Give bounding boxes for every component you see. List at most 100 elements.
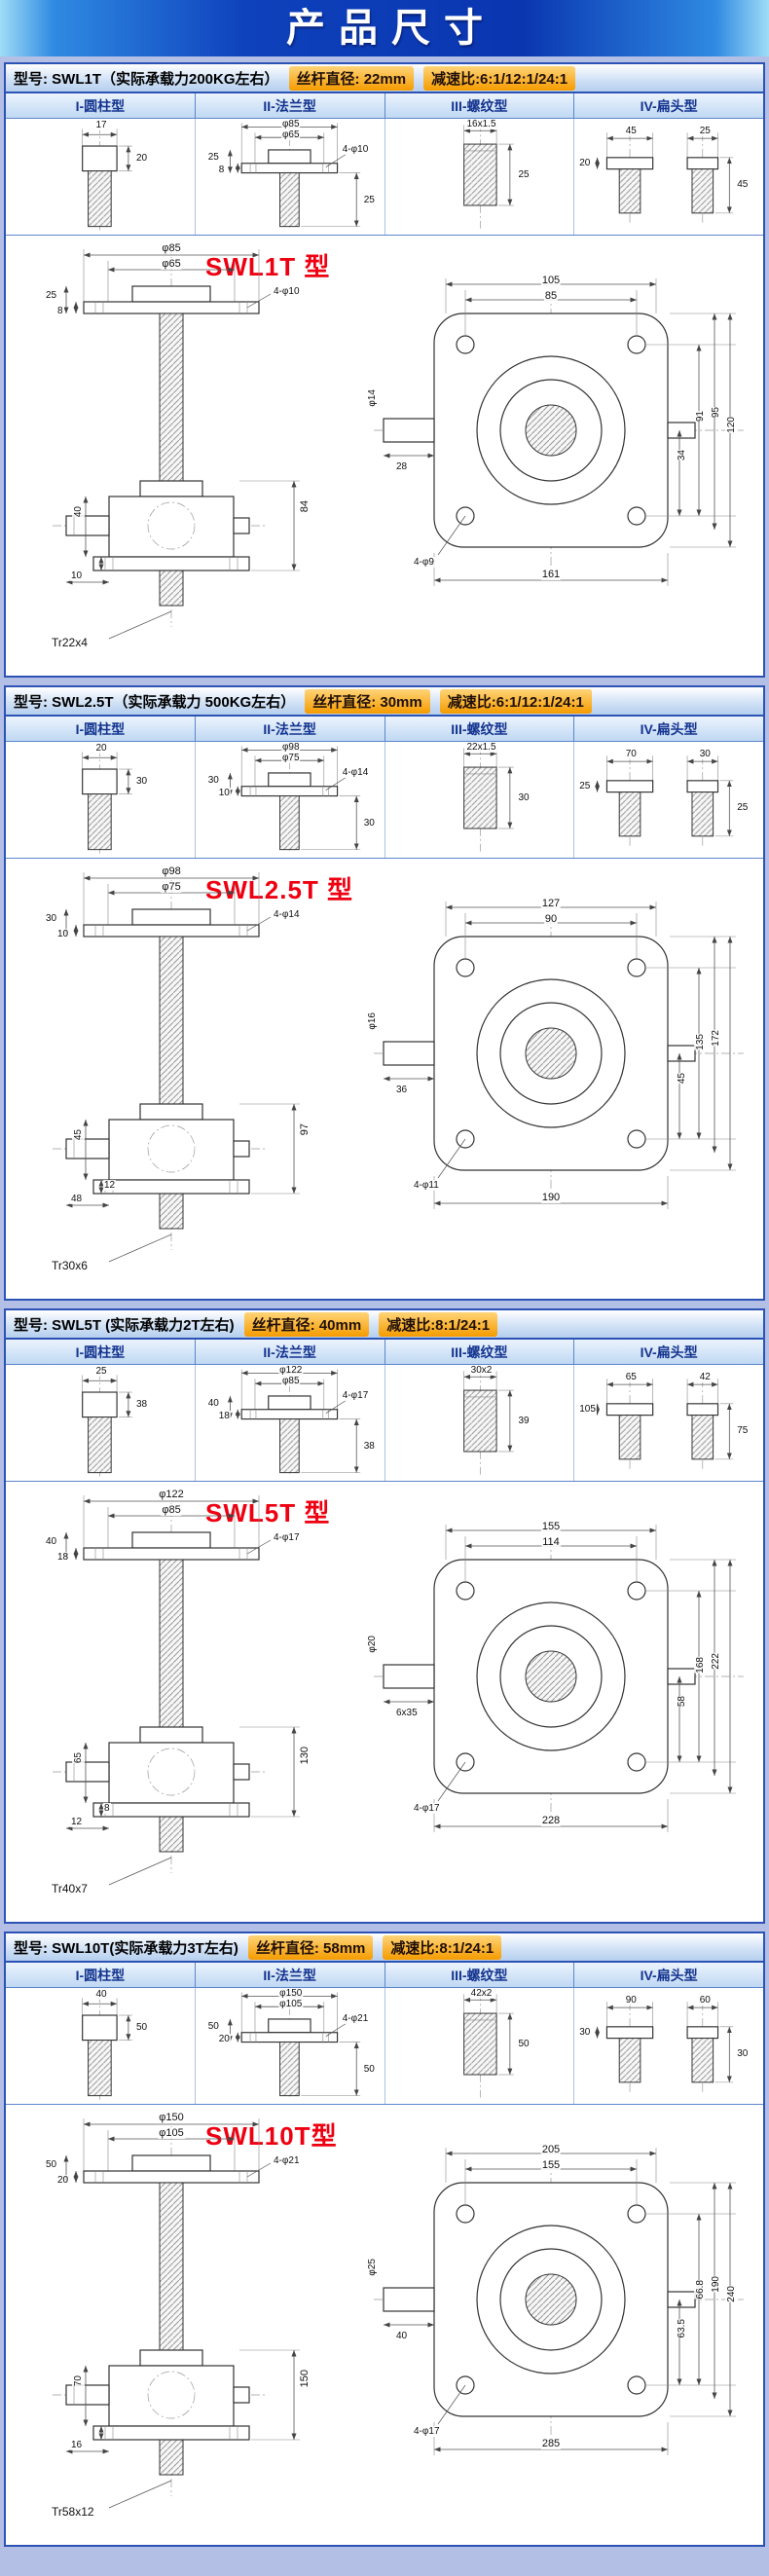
thread-type-cell: 22x1.5 30 xyxy=(385,742,575,858)
dim-label: 90 xyxy=(624,1995,638,2006)
model-label: 型号: SWL5T (实际承载力2T左右) xyxy=(14,1316,235,1334)
dim-label: 10 xyxy=(217,788,231,798)
flathead-type-sketch xyxy=(595,2002,734,2094)
dim-label: 17 xyxy=(94,120,108,130)
dim-label: 40 xyxy=(45,1536,58,1547)
thread-type-cell: 30x2 39 xyxy=(385,1365,575,1481)
dim-label: 25 xyxy=(698,126,712,136)
thread-type-sketch xyxy=(462,123,514,229)
dim-label: 50 xyxy=(517,2039,531,2049)
dim-label: 25 xyxy=(94,1366,108,1377)
top-view-drawing xyxy=(374,2148,744,2455)
flange-type-cell: φ85 φ65 25 8 4-φ10 25 xyxy=(196,119,385,235)
dim-label: 4-φ17 xyxy=(273,1532,301,1543)
model-spec-bar: 型号: SWL5T (实际承载力2T左右) 丝杆直径: 40mm 减速比:8:1… xyxy=(6,1310,763,1340)
dim-label: 30 xyxy=(578,2027,592,2038)
flange-type-cell: φ122 φ85 40 18 4-φ17 38 xyxy=(196,1365,385,1481)
cylinder-type-sketch xyxy=(82,125,132,231)
front-view-drawing xyxy=(53,2115,300,2509)
dim-label: 50 xyxy=(45,2159,58,2170)
type-header-thread: III-螺纹型 xyxy=(385,1340,575,1364)
type-header-flange: II-法兰型 xyxy=(196,717,385,741)
dim-label: 4-φ17 xyxy=(413,2426,441,2437)
dim-label: 91 xyxy=(694,411,707,423)
dim-label: φ14 xyxy=(366,389,379,407)
flange-type-cell: φ98 φ75 30 10 4-φ14 30 xyxy=(196,742,385,858)
dim-label: 120 xyxy=(725,417,738,433)
dim-label: 30 xyxy=(698,749,712,759)
type-header-flange: II-法兰型 xyxy=(196,93,385,118)
page-title: 产品尺寸 xyxy=(0,0,769,56)
dim-label: 4-φ10 xyxy=(341,144,370,155)
dim-label: 168 xyxy=(694,1657,707,1674)
screw-diameter-label: 丝杆直径: 22mm xyxy=(288,65,415,91)
flathead-type-cell: 65 42 105 75 xyxy=(574,1365,763,1481)
type-header-row: I-圆柱型 II-法兰型 III-螺纹型 IV-扁头型 xyxy=(6,1963,763,1988)
dim-label: 84 xyxy=(298,500,312,513)
detail-drawing-area: SWL5T 型 xyxy=(6,1482,763,1922)
dim-label: 34 xyxy=(676,450,688,461)
dim-label: 12 xyxy=(103,1180,117,1191)
top-view-drawing xyxy=(374,1525,744,1832)
dim-label: 4-φ17 xyxy=(413,1803,441,1814)
model-label: 型号: SWL10T(实际承载力3T左右) xyxy=(14,1939,238,1957)
cylinder-type-cell: 40 50 xyxy=(6,1988,196,2104)
dim-label: φ75 xyxy=(161,881,182,894)
model-spec-bar: 型号: SWL2.5T（实际承载力 500KG左右） 丝杆直径: 30mm 减速… xyxy=(6,687,763,717)
dim-label: 40 xyxy=(395,2331,409,2341)
screw-spec-label: Tr22x4 xyxy=(51,636,89,650)
dim-label: 127 xyxy=(540,898,562,910)
dim-label: 40 xyxy=(206,1398,220,1409)
dim-label: 18 xyxy=(56,1552,70,1563)
small-drawings-row: 40 50 xyxy=(6,1988,763,2105)
dim-label: 36 xyxy=(395,1085,409,1095)
type-header-cylinder: I-圆柱型 xyxy=(6,1340,196,1364)
dim-label: 30 xyxy=(45,913,58,924)
dim-label: 4-φ17 xyxy=(341,1390,370,1401)
small-drawings-row: 25 38 xyxy=(6,1365,763,1482)
detail-drawing-area: SWL2.5T 型 xyxy=(6,859,763,1299)
top-view-drawing xyxy=(374,278,744,586)
dim-label: 38 xyxy=(362,1441,376,1452)
dim-label: 222 xyxy=(710,1653,722,1670)
dim-label: φ122 xyxy=(158,1489,185,1501)
dim-label: 4-φ11 xyxy=(413,1180,440,1191)
flange-type-cell: φ150 φ105 50 20 4-φ21 50 xyxy=(196,1988,385,2104)
flange-type-sketch xyxy=(227,121,360,231)
dim-label: 4-φ21 xyxy=(341,2013,370,2024)
dim-label: 25 xyxy=(517,169,531,180)
dim-label: 25 xyxy=(45,290,58,301)
dim-label: 42 xyxy=(698,1372,712,1382)
dim-label: 66.8 xyxy=(694,2280,707,2300)
product-section: 型号: SWL10T(实际承载力3T左右) 丝杆直径: 58mm 减速比:8:1… xyxy=(4,1932,765,2547)
screw-spec-label: Tr58x12 xyxy=(51,2505,95,2520)
dim-label: 8 xyxy=(217,165,226,175)
product-section: 型号: SWL5T (实际承载力2T左右) 丝杆直径: 40mm 减速比:8:1… xyxy=(4,1308,765,1924)
product-section: 型号: SWL1T（实际承载力200KG左右） 丝杆直径: 22mm 减速比:6… xyxy=(4,62,765,678)
dim-label: 20 xyxy=(94,743,108,754)
dim-label: 150 xyxy=(298,2370,312,2388)
type-header-thread: III-螺纹型 xyxy=(385,93,575,118)
type-header-flathead: IV-扁头型 xyxy=(640,720,698,737)
screw-spec-label: Tr40x7 xyxy=(51,1882,89,1896)
dim-label: 25 xyxy=(362,195,376,205)
dim-label: 10 xyxy=(70,570,84,581)
small-drawings-row: 17 20 xyxy=(6,119,763,236)
dim-label: 70 xyxy=(72,2375,85,2387)
dim-label: φ85 xyxy=(280,119,301,129)
dim-label: 20 xyxy=(56,2175,70,2186)
dim-label: φ105 xyxy=(158,2127,185,2140)
dim-label: 38 xyxy=(135,1399,149,1410)
type-header-row: I-圆柱型 II-法兰型 III-螺纹型 IV-扁头型 xyxy=(6,717,763,742)
thread-type-sketch xyxy=(462,1369,514,1475)
dim-label: 30 xyxy=(517,792,531,803)
dim-label: 42x2 xyxy=(469,1988,494,1999)
dim-label: 10 xyxy=(56,929,70,939)
thread-type-cell: 42x2 50 xyxy=(385,1988,575,2104)
dim-label: φ16 xyxy=(366,1012,379,1030)
dim-label: 50 xyxy=(135,2022,149,2033)
dim-label: φ85 xyxy=(280,1376,301,1386)
dim-label: φ75 xyxy=(280,753,301,763)
dim-label: 30 xyxy=(362,818,376,828)
dim-label: 4-φ9 xyxy=(413,557,435,568)
